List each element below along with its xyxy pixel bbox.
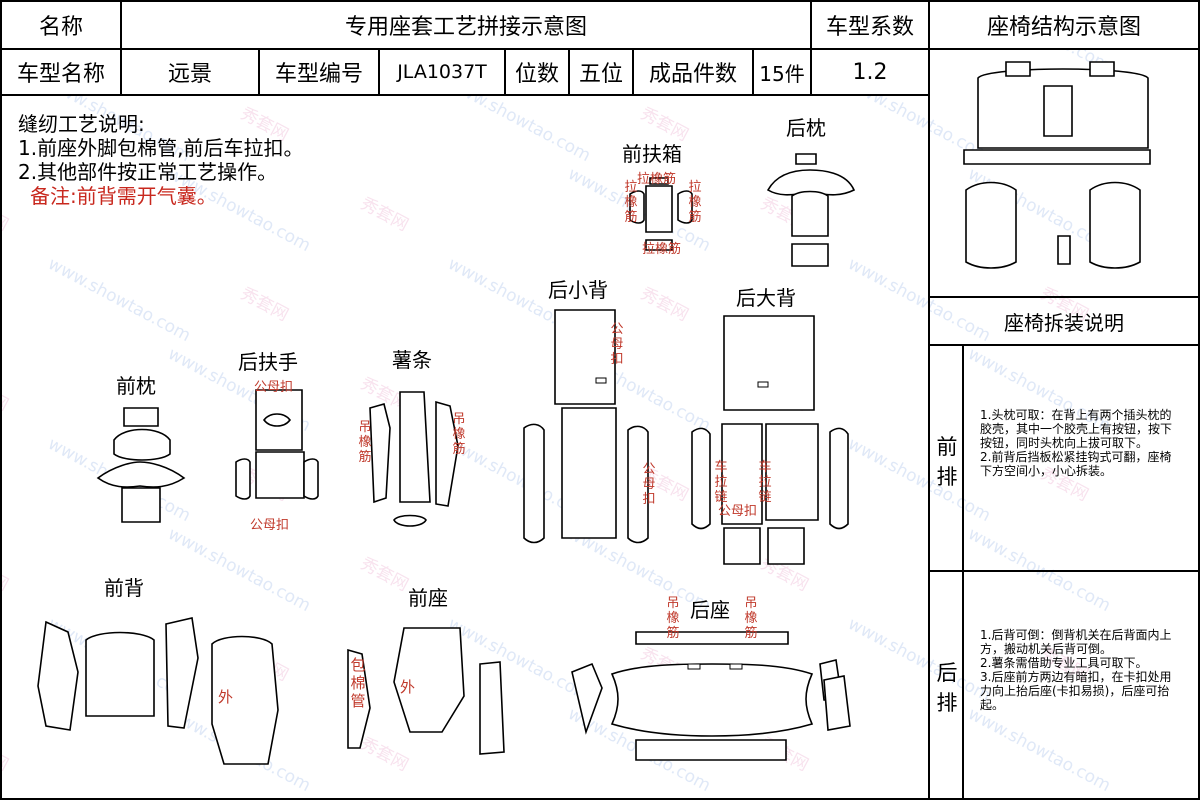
mark-zip-left: 车拉链 <box>714 460 728 505</box>
seat-structure-preview <box>963 61 1151 269</box>
mark-hang-right: 吊橡筋 <box>452 412 466 457</box>
label-front-headrest: 前枕 <box>116 374 156 398</box>
rear-armrest-pieces <box>235 389 319 500</box>
mark-elastic-left: 拉橡筋 <box>624 180 638 225</box>
label-rear-small-back: 后小背 <box>548 278 608 302</box>
coef-label-cell: 车型系数 <box>810 0 930 50</box>
pieces-value: 15件 <box>759 61 805 86</box>
mark-hang-seat-left: 吊橡筋 <box>666 596 680 641</box>
rear-row-text: 1.后背可倒：倒背机关在后背面内上方，搬动机关后背可倒。 2.薯条需借助专业工具… <box>980 628 1172 712</box>
sewing-notes: 缝纫工艺说明: 1.前座外脚包棉管,前后车拉扣。 2.其他部件按正常工艺操作。 … <box>18 112 303 208</box>
model-code: JLA1037T <box>397 61 487 83</box>
model-code-cell: JLA1037T <box>378 48 506 96</box>
rear-headrest-pieces <box>766 153 856 267</box>
rear-small-back-pieces <box>523 309 649 544</box>
front-row-text: 1.头枕可取：在背上有两个插头枕的胶壳，其中一个胶壳上有按钮，按下按钮，同时头枕… <box>980 408 1173 478</box>
label-front-back: 前背 <box>104 576 144 600</box>
label-rear-armrest: 后扶手 <box>238 350 298 374</box>
seats-value: 五位 <box>578 62 623 87</box>
rear-big-back-pieces <box>691 315 849 565</box>
mark-snap-top: 公母扣 <box>254 380 294 395</box>
label-strip: 薯条 <box>392 348 432 372</box>
label-rear-seat: 后座 <box>690 598 730 622</box>
notes-line-1: 1.前座外脚包棉管,前后车拉扣。 <box>18 136 304 160</box>
mark-elastic-top: 拉橡筋 <box>637 172 677 187</box>
mark-snap-bottom: 公母扣 <box>250 518 290 533</box>
disassembly-title: 座椅拆装说明 <box>1004 310 1124 335</box>
mark-zip-right: 车拉链 <box>758 460 772 505</box>
strip-pieces <box>369 391 459 527</box>
notes-remark: 备注:前背需开气囊。 <box>30 184 217 208</box>
label-rear-big-back: 后大背 <box>736 286 796 310</box>
front-back-pieces <box>37 617 279 765</box>
front-headrest-pieces <box>96 407 186 523</box>
mark-hang-seat-right: 吊橡筋 <box>744 596 758 641</box>
seats-label: 位数 <box>514 62 559 87</box>
rear-row-divider <box>928 570 964 800</box>
label-front-seat: 前座 <box>408 586 448 610</box>
label-rear-headrest: 后枕 <box>786 116 826 140</box>
structure-title-cell: 座椅结构示意图 <box>928 0 1200 50</box>
front-row-label: 前排 <box>936 435 958 489</box>
pieces-label-cell: 成品件数 <box>632 48 754 96</box>
mark-wrap-pipe: 包棉管 <box>350 656 366 710</box>
model-name-label: 车型名称 <box>16 62 105 87</box>
structure-title: 座椅结构示意图 <box>986 15 1141 40</box>
model-name-label-cell: 车型名称 <box>0 48 122 96</box>
mark-elastic-bottom: 拉橡筋 <box>642 242 682 257</box>
front-seat-pieces <box>347 627 505 755</box>
model-code-label: 车型编号 <box>274 62 363 87</box>
mark-hang-left: 吊橡筋 <box>358 420 372 465</box>
model-name: 远景 <box>167 62 212 87</box>
mark-outer-seat: 外 <box>400 678 416 696</box>
diagram-title: 专用座套工艺拼接示意图 <box>344 15 587 40</box>
rear-seat-pieces <box>571 631 851 761</box>
mark-snap-big-back: 公母扣 <box>718 504 758 519</box>
coef-label: 车型系数 <box>825 15 914 40</box>
notes-line-2: 2.其他部件按正常工艺操作。 <box>18 160 278 184</box>
notes-title: 缝纫工艺说明: <box>18 112 145 136</box>
mark-elastic-right: 拉橡筋 <box>688 180 702 225</box>
pieces-label: 成品件数 <box>648 62 737 87</box>
front-armrest-box-pieces <box>629 177 693 251</box>
label-front-armrest-box: 前扶箱 <box>622 142 682 166</box>
model-code-label-cell: 车型编号 <box>258 48 380 96</box>
name-label: 名称 <box>38 15 83 40</box>
mark-outer-back: 外 <box>218 688 234 706</box>
model-name-cell: 远景 <box>120 48 260 96</box>
rear-row-label: 后排 <box>936 661 958 715</box>
mark-snap-small-side: 公母扣 <box>642 462 656 507</box>
mark-snap-small-back: 公母扣 <box>610 322 624 367</box>
name-label-cell: 名称 <box>0 0 122 50</box>
coef-value: 1.2 <box>852 59 888 85</box>
